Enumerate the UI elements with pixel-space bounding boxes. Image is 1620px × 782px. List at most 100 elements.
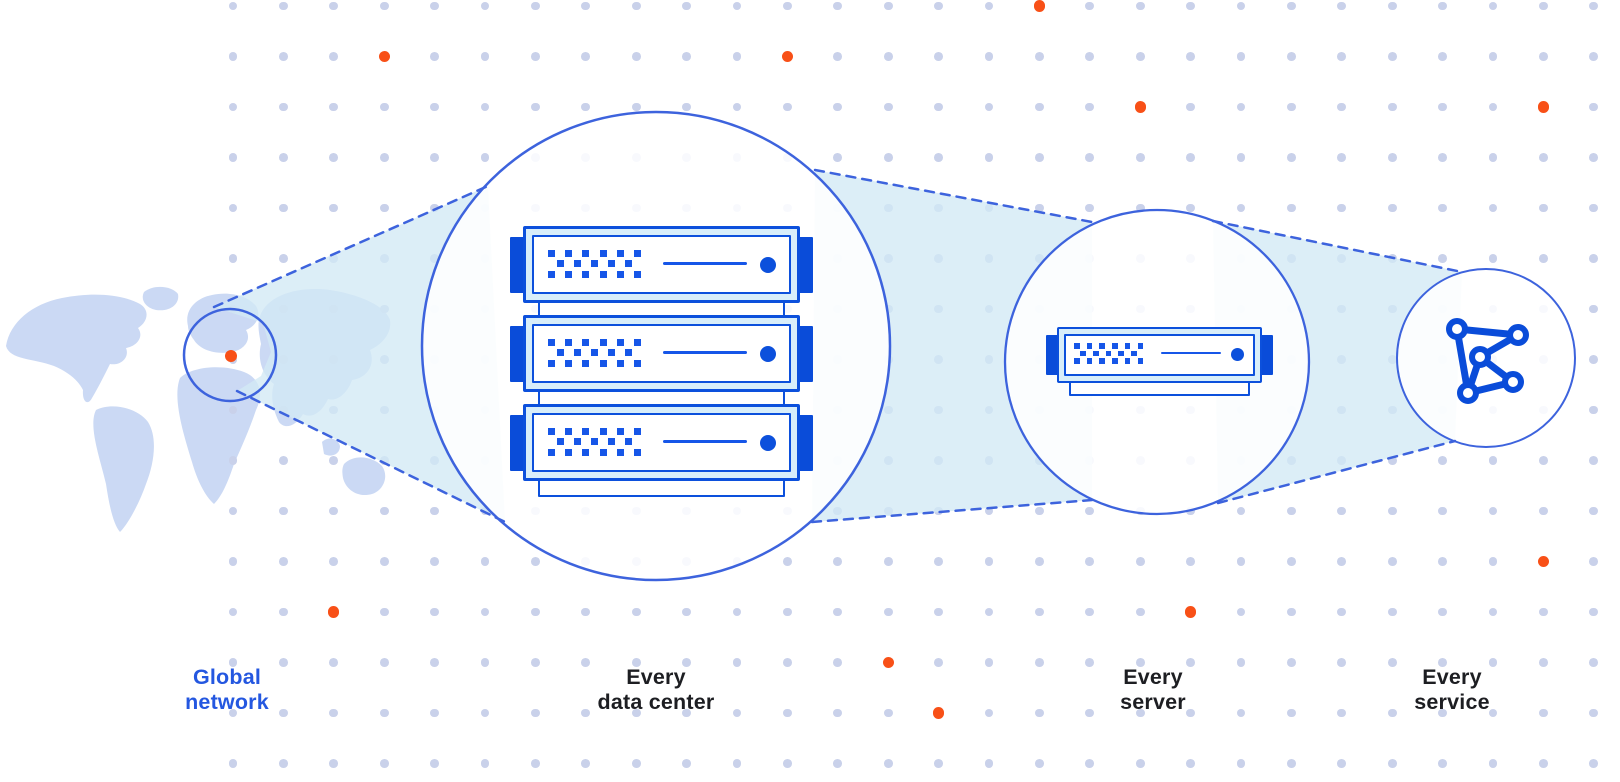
server-vent-dot — [565, 448, 573, 456]
server-vent-dot — [599, 359, 607, 367]
server-vent-dot — [591, 438, 598, 446]
grid-dot — [631, 708, 641, 718]
grid-dot — [379, 708, 389, 718]
grid-dot — [1186, 1, 1195, 11]
server-vent-dot — [616, 339, 624, 346]
label-line: Every — [1123, 665, 1183, 689]
grid-dot — [531, 102, 540, 112]
grid-dot — [833, 607, 843, 617]
grid-dot — [480, 607, 490, 617]
server-tab — [796, 236, 813, 293]
grid-dot — [1589, 658, 1599, 667]
server-vent-dot — [548, 339, 555, 346]
grid-dot — [581, 1, 591, 11]
server-vent-dot — [599, 339, 607, 346]
grid-dot — [1488, 1, 1498, 11]
grid-dot — [228, 102, 238, 112]
grid-dot — [934, 102, 943, 112]
grid-dot — [1236, 102, 1246, 112]
grid-dot — [1539, 506, 1548, 516]
server-vent-dot — [548, 270, 555, 278]
grid-dot — [984, 708, 994, 718]
server-vent-dot — [573, 349, 581, 357]
grid-dot — [1085, 607, 1095, 617]
server-line — [663, 262, 747, 265]
server-vent-dot — [608, 260, 616, 268]
grid-dot — [379, 759, 389, 768]
grid-dot — [631, 52, 641, 61]
grid-dot — [279, 102, 288, 112]
grid-dot — [883, 52, 893, 61]
grid-dot — [883, 102, 893, 112]
grid-dot — [984, 607, 994, 617]
server-rack-icon — [510, 315, 813, 392]
server-vent-dot — [565, 270, 573, 278]
grid-dot — [682, 759, 691, 768]
continent-africa — [177, 367, 260, 504]
grid-dot — [279, 607, 288, 617]
grid-dot — [480, 557, 490, 566]
grid-dot — [1236, 607, 1246, 617]
grid-dot — [581, 658, 591, 667]
grid-dot — [1035, 102, 1044, 112]
accent-dot — [1185, 606, 1197, 618]
grid-dot — [631, 607, 641, 617]
label-line: Every — [1422, 665, 1482, 689]
server-vent-dot — [608, 438, 616, 446]
grid-dot — [329, 456, 339, 465]
location-marker-icon — [225, 350, 237, 362]
grid-dot — [279, 456, 288, 465]
grid-dot — [783, 607, 792, 617]
grid-dot — [1387, 52, 1397, 61]
label-line: Every — [626, 665, 686, 689]
label-line: Global — [192, 665, 262, 689]
server-vent-dot — [1112, 343, 1118, 349]
grid-dot — [1035, 658, 1044, 667]
grid-dot — [1236, 1, 1246, 11]
grid-dot — [1287, 708, 1296, 718]
grid-dot — [430, 607, 439, 617]
server-vent-dot — [573, 438, 581, 446]
zoom-cone-map-to-datacenter — [214, 186, 505, 522]
grid-dot — [1337, 153, 1347, 162]
accent-dot — [933, 707, 945, 719]
grid-dot — [833, 708, 843, 718]
server-vent-dot — [599, 270, 607, 278]
grid-dot — [883, 1, 893, 11]
grid-dot — [1589, 304, 1599, 314]
server-vent-dot — [1099, 358, 1105, 364]
grid-dot — [1337, 557, 1347, 566]
server-rack-icon — [510, 404, 813, 481]
grid-dot — [934, 658, 943, 667]
accent-dot — [882, 656, 894, 669]
grid-dot — [329, 658, 339, 667]
server-vent-dot — [1099, 343, 1105, 349]
grid-dot — [1135, 153, 1145, 162]
grid-dot — [430, 708, 439, 718]
grid-dot — [934, 607, 943, 617]
grid-dot — [531, 708, 540, 718]
grid-dot — [531, 52, 540, 61]
grid-dot — [1589, 456, 1599, 465]
grid-dot — [783, 708, 792, 718]
grid-dot — [1236, 506, 1246, 516]
grid-dot — [1135, 52, 1145, 61]
grid-dot — [1438, 506, 1447, 516]
server-vent-dot — [582, 428, 590, 435]
grid-dot — [379, 557, 389, 566]
accent-dot — [378, 50, 390, 63]
grid-dot — [1539, 153, 1548, 162]
grid-dot — [833, 759, 843, 768]
grid-dot — [1589, 708, 1599, 718]
server-vent-dot — [582, 250, 590, 257]
mesh-network-icon — [1446, 318, 1529, 404]
grid-dot — [934, 759, 943, 768]
grid-dot — [682, 102, 691, 112]
server-led-dot — [760, 434, 776, 451]
server-vent-dot — [582, 270, 590, 278]
grid-dot — [1135, 708, 1145, 718]
server-vent-dot — [634, 428, 641, 435]
